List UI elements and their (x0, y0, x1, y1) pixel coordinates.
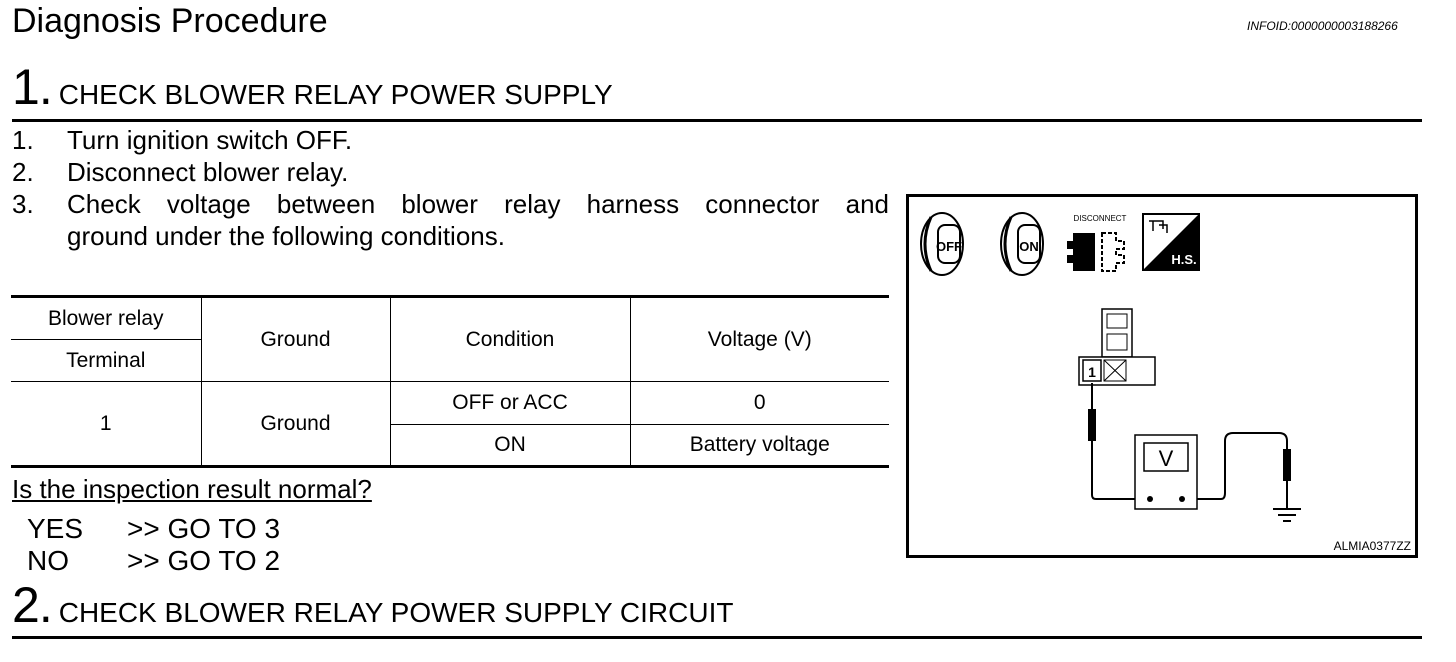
svg-text:1: 1 (1088, 364, 1096, 380)
answer-yes-label: YES (27, 513, 84, 544)
disconnect-icon: DISCONNECT (1067, 214, 1127, 272)
step-2-heading: 2.CHECK BLOWER RELAY POWER SUPPLY CIRCUI… (12, 577, 734, 633)
table-cell: OFF or ACC (389, 381, 631, 425)
svg-text:OFF: OFF (936, 239, 962, 254)
table-cell: ON (389, 424, 631, 468)
header-cell: Blower relay (11, 295, 202, 340)
instruction-list: 1. Turn ignition switch OFF. 2. Disconne… (12, 125, 889, 251)
step-number: 1 (12, 59, 40, 115)
page-title: Diagnosis Procedure (12, 2, 328, 40)
table-cell: Ground (200, 381, 391, 468)
figure-drawing: OFF ON DISCONNECT H.S. (920, 212, 1301, 522)
header-cell: Terminal (11, 339, 202, 382)
ignition-off-icon: OFF (920, 212, 964, 276)
table-cell: 0 (629, 381, 889, 425)
answer-no-action: >> GO TO 2 (127, 545, 281, 576)
svg-text:V: V (1159, 446, 1174, 471)
header-cell: Voltage (V) (629, 295, 889, 382)
figure-code: ALMIA0377ZZ (1333, 539, 1411, 553)
step-1-heading: 1.CHECK BLOWER RELAY POWER SUPPLY (12, 59, 613, 115)
inspection-question: Is the inspection result normal? (12, 474, 372, 504)
info-id: INFOID:0000000003188266 (1247, 19, 1398, 33)
header-cell: Ground (200, 295, 391, 382)
table-cell: Battery voltage (629, 424, 889, 468)
relay-connector: 1 (1078, 308, 1156, 386)
step-number: 2 (12, 577, 40, 633)
voltmeter-probes (1088, 383, 1301, 522)
voltage-spec-table: Blower relay Ground Condition Voltage (V… (11, 295, 889, 468)
header-cell: Condition (389, 295, 631, 382)
ignition-on-icon: ON (1000, 212, 1044, 276)
answer-yes-action: >> GO TO 3 (127, 513, 281, 544)
svg-text:DISCONNECT: DISCONNECT (1074, 214, 1127, 223)
divider (12, 636, 1422, 639)
harness-side-icon: H.S. (1142, 213, 1200, 271)
divider (12, 119, 1422, 122)
answer-no-label: NO (27, 545, 69, 576)
step-title: CHECK BLOWER RELAY POWER SUPPLY CIRCUIT (58, 597, 734, 628)
table-cell: 1 (11, 381, 202, 468)
step-title: CHECK BLOWER RELAY POWER SUPPLY (58, 79, 613, 110)
wiring-figure: OFF ON DISCONNECT H.S. (906, 194, 1418, 558)
svg-text:ON: ON (1019, 239, 1039, 254)
voltmeter-icon: V (1134, 434, 1198, 510)
svg-text:H.S.: H.S. (1171, 252, 1196, 267)
